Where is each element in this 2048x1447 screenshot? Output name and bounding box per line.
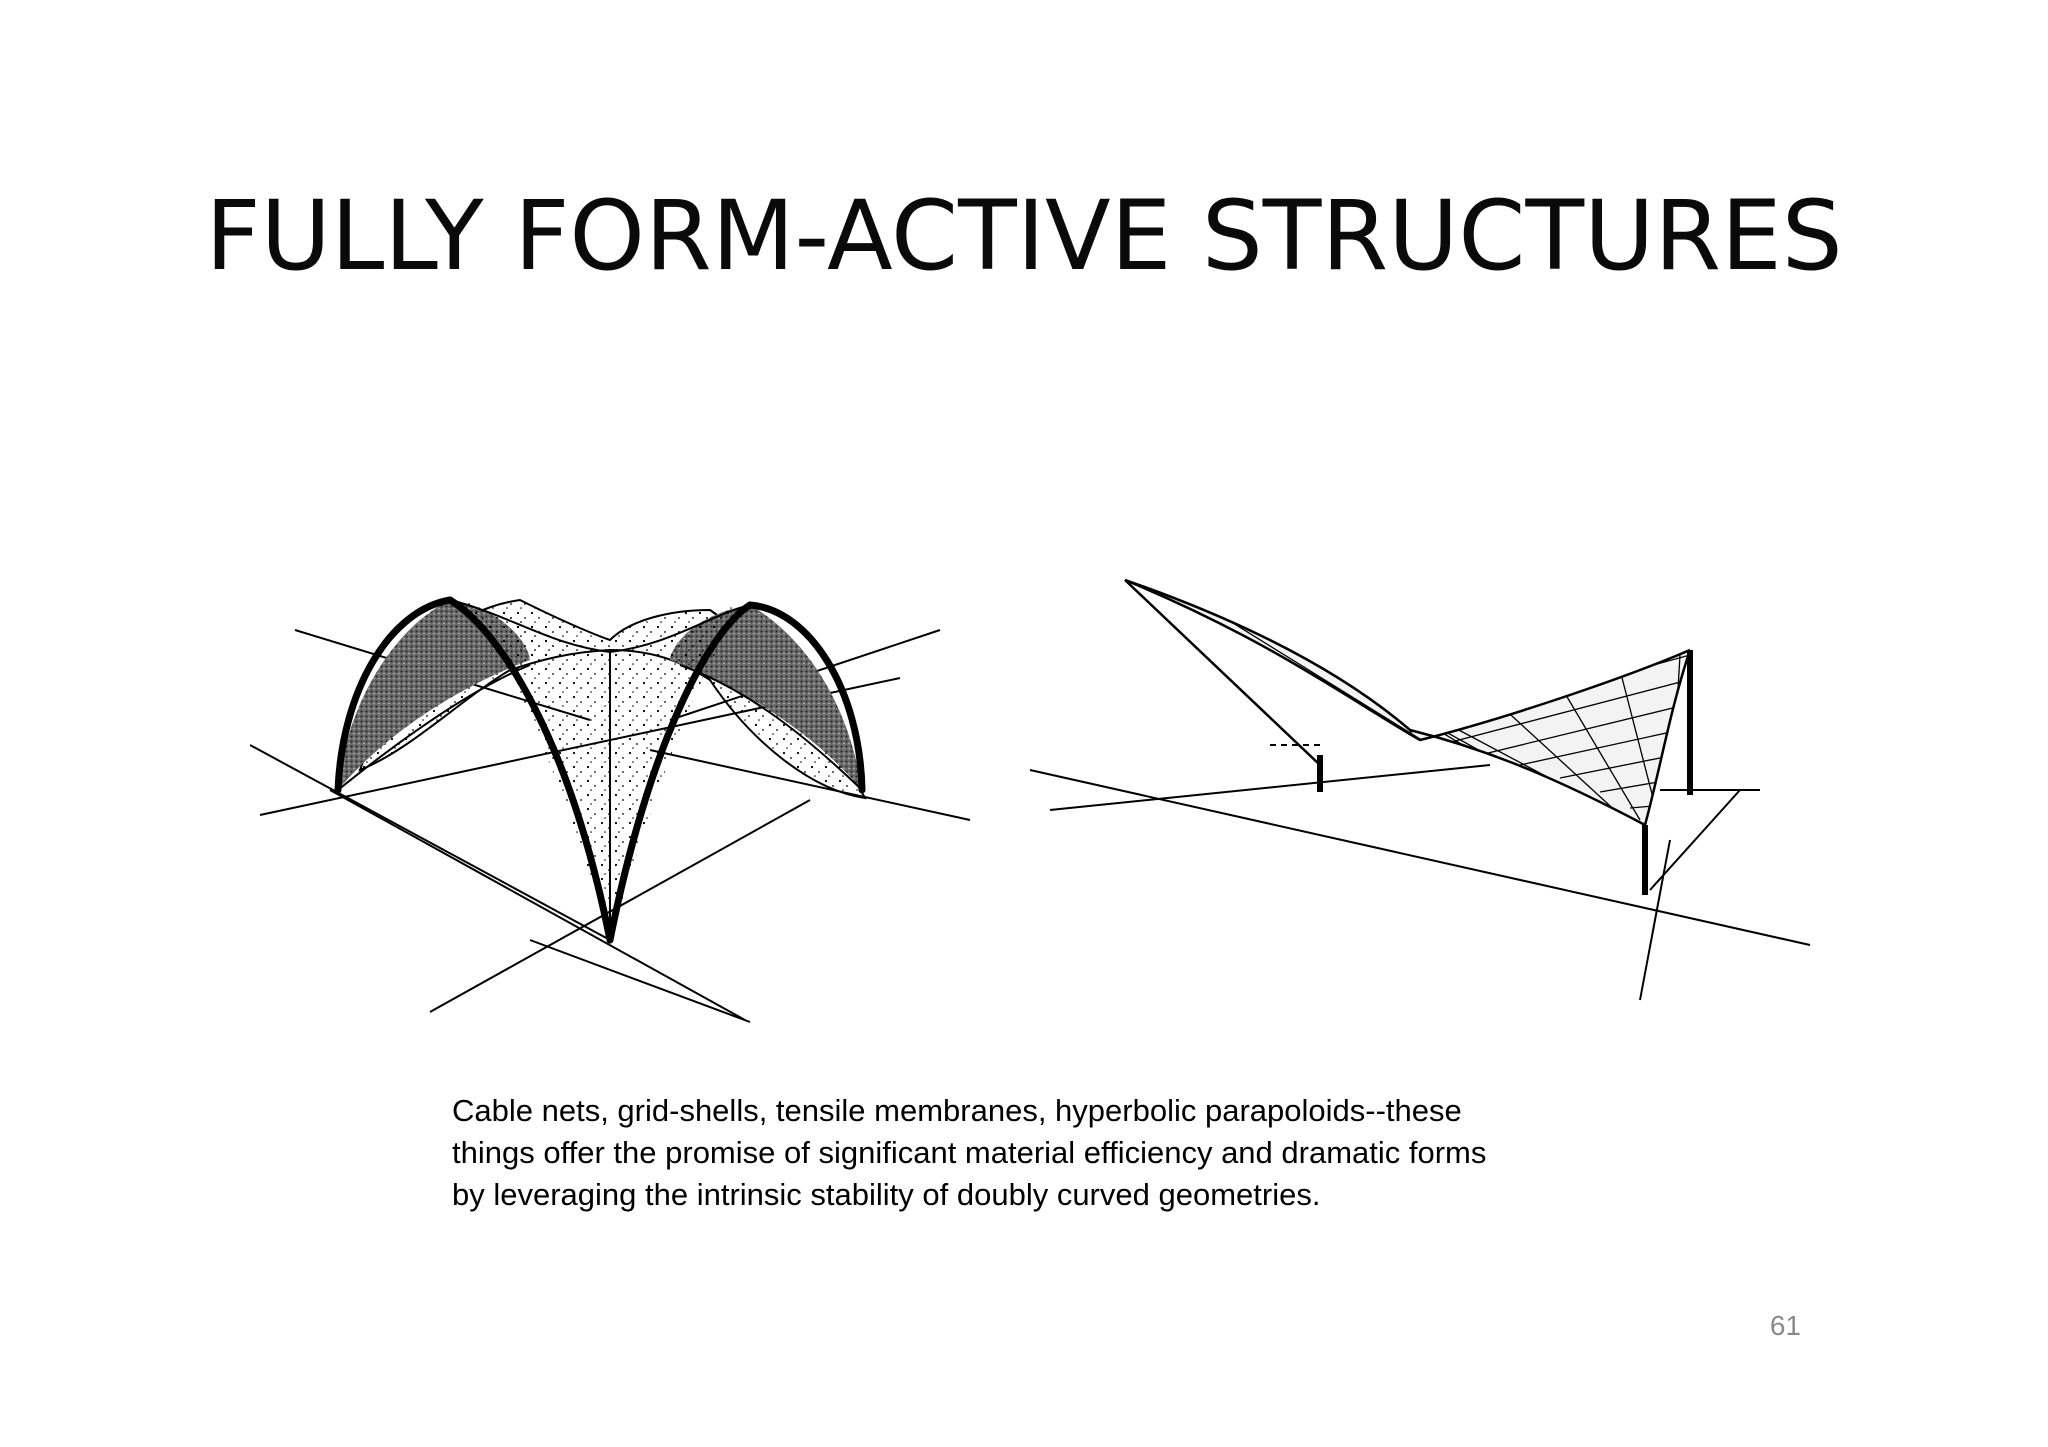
caption-line: Cable nets, grid-shells, tensile membran… — [452, 1093, 1462, 1128]
slide-title: FULLY FORM-ACTIVE STRUCTURES — [205, 180, 1843, 292]
caption-line: things offer the promise of significant … — [452, 1135, 1487, 1170]
caption-text: Cable nets, grid-shells, tensile membran… — [452, 1090, 1652, 1216]
page-number: 61 — [1769, 1310, 1801, 1341]
hyperbolic-paraboloid-roof-drawing-icon — [1029, 578, 1811, 1001]
shell-vault-drawing-icon — [250, 596, 971, 1023]
caption-line: by leveraging the intrinsic stability of… — [452, 1177, 1321, 1212]
